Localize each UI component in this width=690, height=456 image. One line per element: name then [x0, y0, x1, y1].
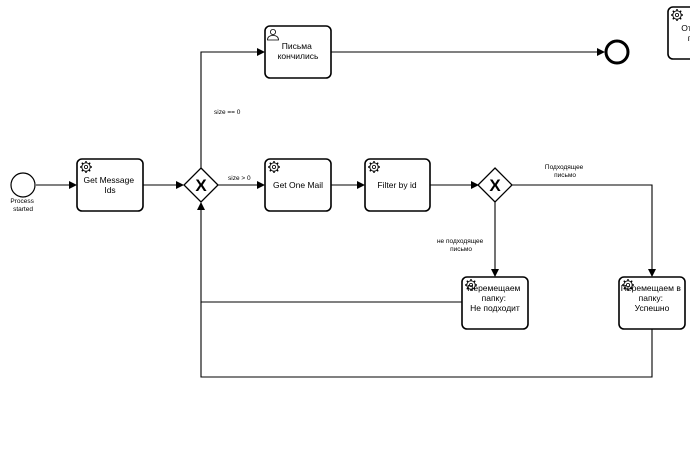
svg-text:Перемещаем в папку:: Перемещаем в папку: Успешно	[621, 283, 683, 313]
task-get-one-mail[interactable]: Get One Mail	[264, 158, 332, 212]
label-suitable: Подходящее письмо	[545, 164, 585, 179]
task-partial-right[interactable]: Отп п	[667, 6, 690, 60]
task-move-not-fit[interactable]: Перемещаем папку: Не подходит	[461, 276, 529, 330]
label-not-suitable: не подходящее письмо	[437, 238, 485, 253]
gateway-x-marker: X	[195, 176, 207, 195]
svg-text:Перемещаем папку:: Перемещаем папку: Не подходит	[467, 283, 523, 313]
end-event[interactable]	[604, 39, 630, 65]
start-event-label: Process started	[10, 198, 35, 213]
start-event[interactable]	[10, 172, 36, 198]
flow-success-loop-back[interactable]	[200, 302, 653, 378]
task-letters-over[interactable]: Письма кончились	[264, 25, 332, 79]
gateway-x-marker: X	[489, 176, 501, 195]
label-size-positive: size > 0	[228, 175, 251, 182]
svg-text:Отп п: Отп п	[681, 23, 690, 43]
svg-text:Письма кончились: Письма кончились	[278, 41, 319, 61]
flow-not-fit-loop-back[interactable]	[197, 202, 462, 303]
flow-suitable[interactable]	[512, 184, 656, 277]
task-get-message-ids[interactable]: Get Message Ids	[76, 158, 144, 212]
gateway-letter[interactable]: X	[477, 167, 513, 203]
label-size-zero: size == 0	[214, 109, 241, 116]
task-filter-by-id[interactable]: Filter by id	[364, 158, 431, 212]
svg-text:Filter by id: Filter by id	[377, 180, 416, 190]
svg-text:Get One Mail: Get One Mail	[273, 180, 323, 190]
user-icon	[267, 28, 279, 41]
task-move-success[interactable]: Перемещаем в папку: Успешно	[618, 276, 686, 330]
svg-text:Get Message Ids: Get Message Ids	[84, 175, 137, 195]
gateway-size[interactable]: X	[183, 167, 219, 203]
flow-size-zero[interactable]	[200, 48, 265, 168]
